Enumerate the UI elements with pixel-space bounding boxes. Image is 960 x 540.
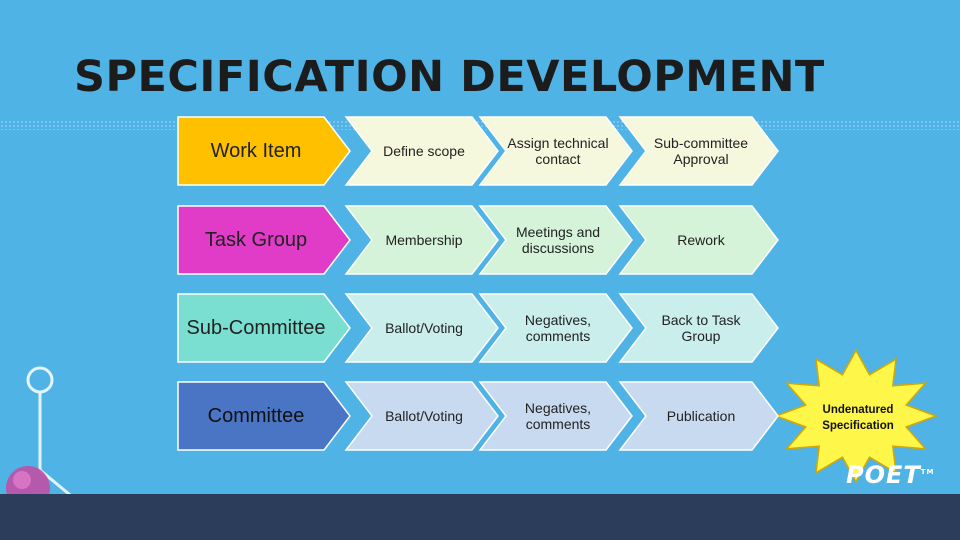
burst-line-1: Undenatured — [822, 404, 894, 416]
row-3-step-0-chevron — [344, 381, 499, 451]
row-0-step-2-label: Sub-committee Approval — [653, 134, 749, 167]
starburst-shape — [773, 348, 939, 484]
row-0-step-1-chevron — [478, 116, 633, 186]
row-1-lead-chevron — [177, 205, 351, 275]
row-0-step-2-chevron — [618, 116, 779, 186]
row-3-lead-chevron — [177, 381, 351, 451]
row-1-step-0-chevron — [344, 205, 499, 275]
dotted-band — [0, 120, 960, 130]
row-3-lead-label: Committee — [207, 404, 305, 427]
row-2-step-1-chevron — [478, 293, 633, 363]
row-3-step-1-label: Negatives, comments — [524, 399, 592, 432]
trademark-mark: TM — [920, 468, 935, 476]
poet-logo: POETTM — [846, 461, 935, 489]
row-0-step-0-chevron — [344, 116, 499, 186]
row-2-lead-chevron — [177, 293, 351, 363]
row-1-step-2-label: Rework — [677, 231, 725, 248]
row-1-step-1-label: Meetings and discussions — [515, 223, 601, 256]
row-0-lead-chevron — [177, 116, 351, 186]
row-0-step-1-label: Assign technical contact — [507, 134, 609, 167]
row-1-lead-label: Task Group — [204, 228, 308, 251]
footer-bar — [0, 494, 960, 540]
row-2-step-1-label: Negatives, comments — [524, 311, 592, 344]
row-2-step-0-label: Ballot/Voting — [385, 319, 463, 336]
row-1-step-0-label: Membership — [385, 231, 463, 248]
page-title: SPECIFICATION DEVELOPMENT — [74, 52, 825, 102]
row-0-step-0-label: Define scope — [383, 142, 465, 159]
logo-text: POET — [846, 461, 921, 489]
row-2-lead-label: Sub-Committee — [186, 316, 326, 339]
row-3-step-1-chevron — [478, 381, 633, 451]
row-0-lead-label: Work Item — [210, 139, 302, 162]
row-2-step-2-chevron — [618, 293, 779, 363]
row-3-step-0-label: Ballot/Voting — [385, 407, 463, 424]
burst-line-2: Specification — [822, 420, 894, 433]
row-1-step-2-chevron — [618, 205, 779, 275]
row-2-step-0-chevron — [344, 293, 499, 363]
row-1-step-1-chevron — [478, 205, 633, 275]
row-3-step-2-chevron — [618, 381, 779, 451]
row-3-step-2-label: Publication — [666, 407, 736, 424]
row-2-step-2-label: Back to Task Group — [661, 311, 741, 344]
burst-label: Undenatured Specification — [808, 402, 908, 434]
